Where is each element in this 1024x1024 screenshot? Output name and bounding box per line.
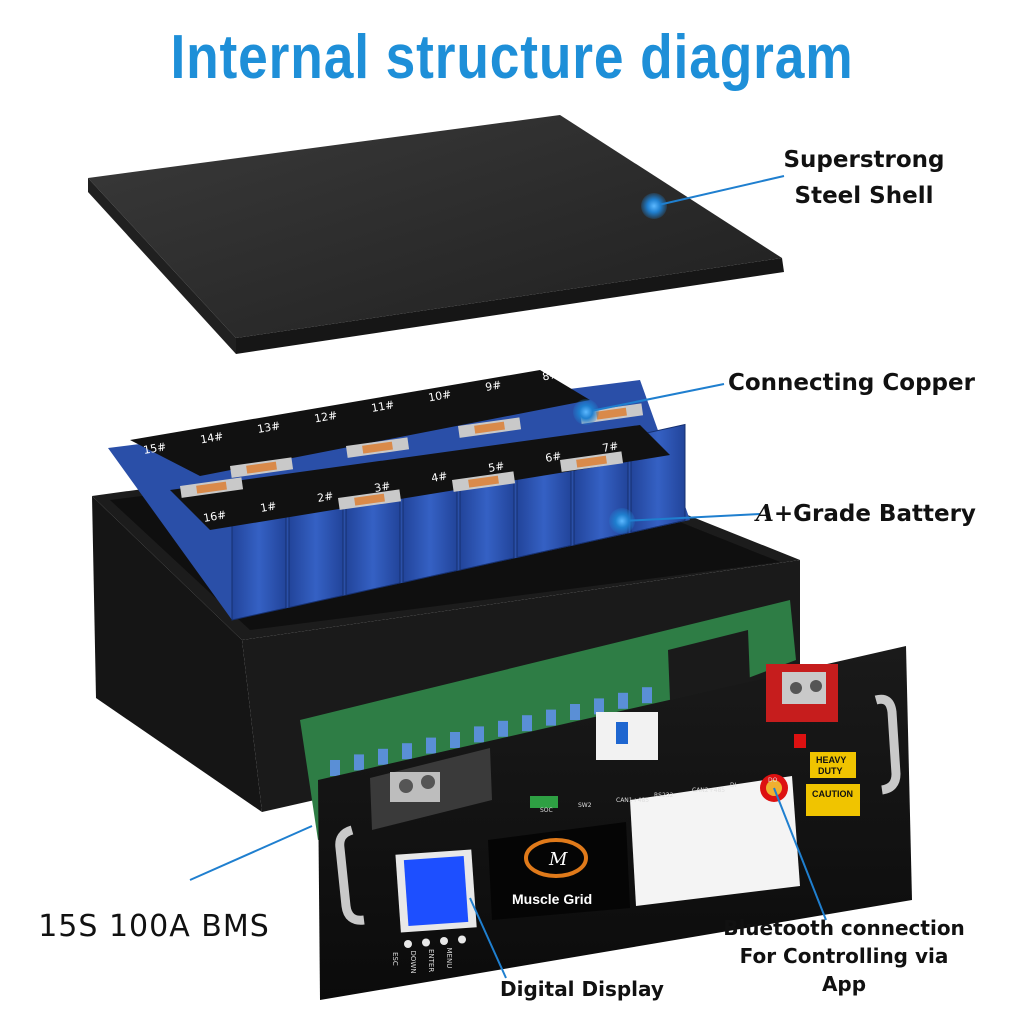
- port-label: SW2: [578, 802, 592, 809]
- brand-name: Muscle Grid: [512, 891, 592, 907]
- pointer-lines: [189, 175, 827, 979]
- battery-cell: [231, 511, 287, 621]
- negative-terminal-icon: [370, 748, 492, 830]
- cell-label: 16#: [202, 508, 227, 525]
- soc-led-icon: [530, 796, 558, 808]
- cell-label: 15#: [142, 440, 167, 457]
- pcb-component: [330, 760, 340, 776]
- caution-badge: [806, 784, 860, 816]
- connecting-copper-busbars: [180, 403, 644, 510]
- svg-text:CAUTION: CAUTION: [812, 789, 853, 799]
- cell-label: 12#: [313, 409, 338, 426]
- copper-strip: [246, 461, 277, 474]
- cell-label: 4#: [430, 469, 448, 485]
- shell-marker-icon: [641, 193, 667, 219]
- display-button-icon: [458, 935, 466, 944]
- svg-text:DUTY: DUTY: [818, 766, 843, 776]
- display-button-label: ESC: [391, 952, 399, 966]
- copper-strip: [362, 441, 393, 454]
- display-button-icon: [440, 937, 448, 945]
- label-bluetooth: Bluetooth connection For Controlling via…: [718, 914, 970, 998]
- power-switch-icon: [794, 734, 806, 748]
- pcb-component: [570, 704, 580, 720]
- left-handle-icon: [335, 825, 365, 925]
- copper-strip: [196, 481, 227, 494]
- cell-label: 3#: [373, 479, 391, 495]
- cell-label: 6#: [544, 449, 562, 465]
- label-bluetooth-line1: Bluetooth connection: [723, 916, 965, 940]
- pcb-component: [498, 720, 508, 737]
- pcb-component: [450, 732, 460, 748]
- pcb-component: [618, 692, 628, 709]
- digital-display: [395, 849, 477, 933]
- cell-label: 7#: [601, 439, 619, 455]
- copper-strip: [468, 475, 499, 488]
- copper-marker-icon: [573, 399, 599, 425]
- diagram-title: Internal structure diagram: [170, 23, 854, 92]
- display-button-label: ENTER: [427, 949, 435, 972]
- svg-text:M: M: [548, 849, 568, 870]
- copper-strip: [354, 493, 385, 506]
- pointer-markers: [573, 193, 667, 534]
- pcb-component: [594, 698, 604, 715]
- cell-label: 9#: [484, 378, 502, 394]
- steel-shell-lid: [88, 115, 784, 354]
- label-battery-text: Grade Battery: [793, 501, 976, 527]
- svg-text:HEAVY: HEAVY: [816, 755, 846, 765]
- cell-label: 1#: [259, 499, 277, 515]
- port-label: SOC: [540, 807, 553, 814]
- cell-label: 11#: [370, 398, 395, 415]
- port-label: CAN1+485: [616, 797, 649, 804]
- port-label: CAN2+485: [692, 787, 725, 794]
- cell-label: 2#: [316, 489, 334, 505]
- display-buttons: SOC SW2 CAN1+485 RS232 CAN2+485 DI DO ESC DOWN EN…: [391, 777, 778, 974]
- spec-label-sticker: [630, 776, 800, 906]
- front-panel: M Muscle Grid HEAVY DUTY CAUTION SOC SW2 C…: [318, 646, 912, 1000]
- cell-label: 10#: [427, 388, 452, 405]
- cell-label: 14#: [199, 430, 224, 447]
- cell-label: 5#: [487, 459, 505, 475]
- label-bluetooth-line3: App: [821, 972, 867, 996]
- pcb-component: [426, 737, 436, 754]
- label-battery-grade: A+: [756, 500, 794, 527]
- display-button-label: MENU: [445, 948, 453, 969]
- pcb-component: [642, 687, 652, 704]
- label-bluetooth-line2: For Controlling via: [739, 944, 949, 968]
- label-steel-shell: Superstrong Steel Shell: [748, 142, 980, 214]
- display-button-icon: [422, 938, 430, 947]
- right-handle-icon: [874, 694, 901, 795]
- port-label: DO: [768, 777, 778, 784]
- battery-marker-icon: [609, 508, 635, 534]
- port-label: DI: [730, 782, 737, 789]
- label-bms: 15S 100A BMS: [10, 886, 298, 966]
- heavy-duty-badge: [810, 752, 856, 778]
- label-steel-shell-line1: Superstrong: [783, 147, 945, 173]
- pcb-component: [546, 709, 556, 726]
- display-button-label: DOWN: [409, 951, 417, 974]
- cell-label: 13#: [256, 419, 281, 436]
- copper-strip: [474, 421, 505, 434]
- cell-label: 8#: [541, 368, 559, 384]
- pcb-component: [522, 715, 532, 732]
- pcb-component: [402, 743, 412, 760]
- copper-strip: [596, 407, 627, 420]
- positive-terminal-icon: [766, 664, 838, 722]
- display-button-icon: [404, 940, 412, 948]
- copper-strip: [576, 455, 607, 468]
- brand-logo-box: [488, 822, 630, 920]
- cell-number-labels: 15# 14# 13# 12# 11# 10# 9# 8# 16# 1# 2# 3# 4# 5# 6# 7#: [142, 368, 619, 525]
- pcb-component: [378, 748, 388, 765]
- label-battery: A+Grade Battery: [756, 500, 976, 527]
- pcb-component: [354, 754, 364, 771]
- label-steel-shell-line2: Steel Shell: [794, 183, 934, 209]
- pcb-component: [474, 726, 484, 743]
- label-digital-display: Digital Display: [500, 977, 664, 1001]
- label-connecting-copper: Connecting Copper: [728, 370, 975, 396]
- port-label: RS232: [654, 792, 674, 799]
